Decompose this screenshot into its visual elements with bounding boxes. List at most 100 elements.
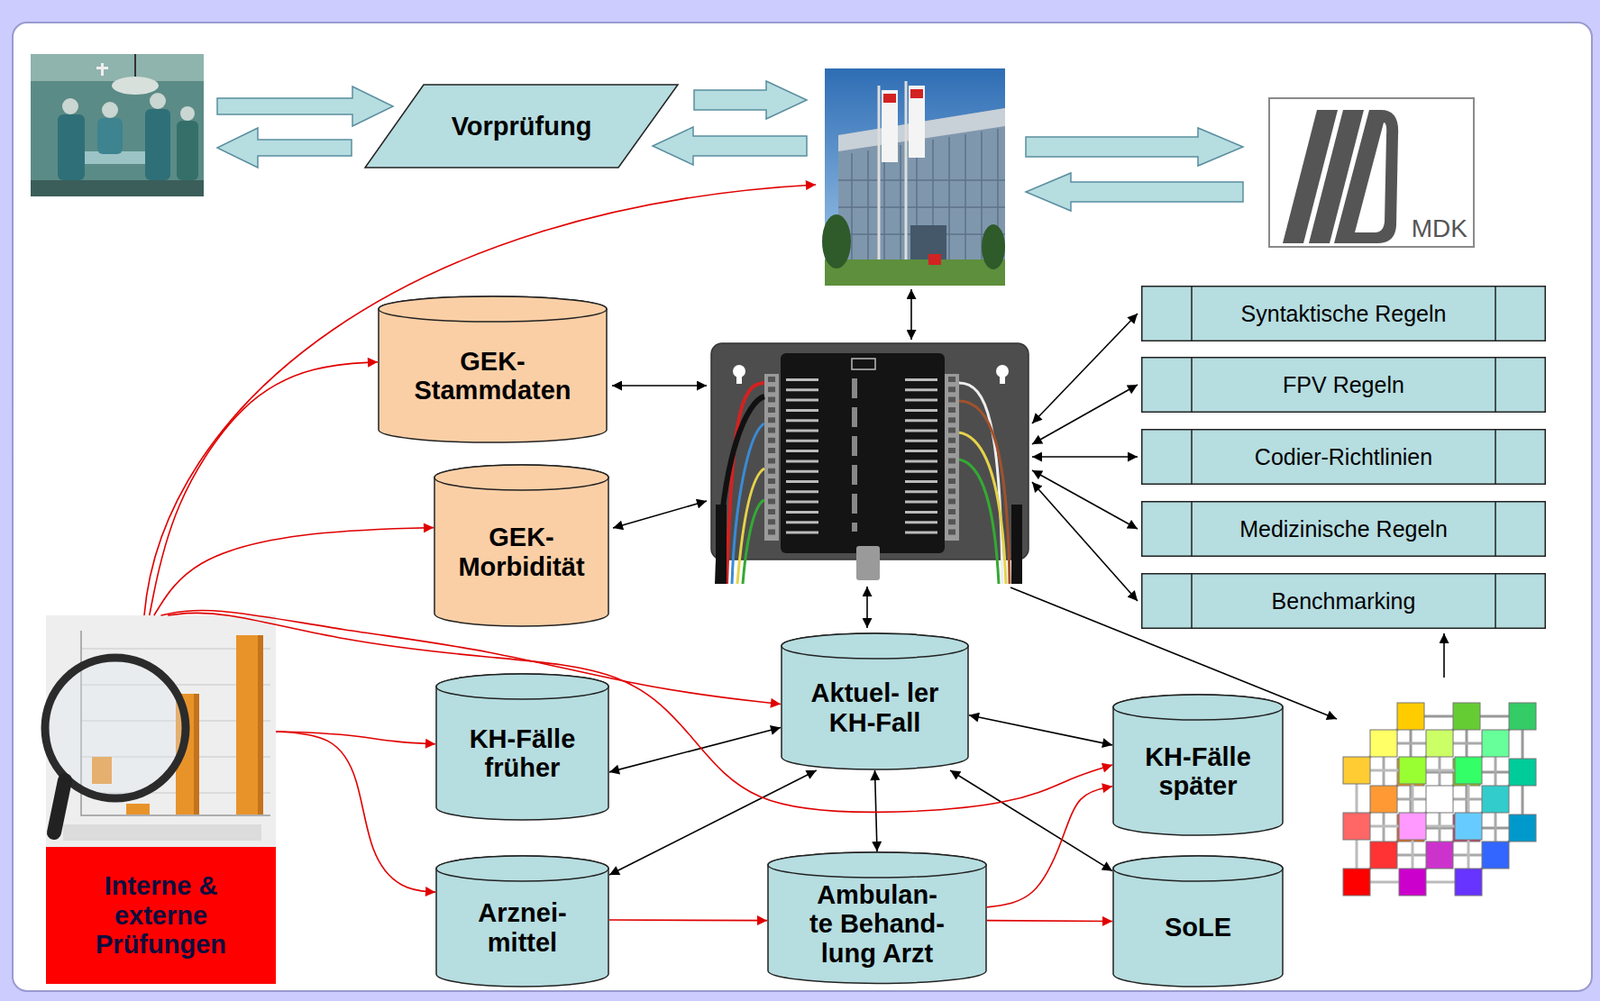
lattice-rods [1383, 743, 1496, 856]
pin-marks [786, 378, 819, 541]
cable [1011, 504, 1023, 585]
wall-cross [96, 66, 109, 70]
connector [609, 728, 781, 773]
rule-frame [1142, 574, 1546, 630]
node-label: Arznei- mittel [455, 898, 591, 958]
connector [154, 528, 434, 616]
link-arrow [1032, 482, 1138, 602]
cylinder-body [768, 852, 987, 984]
terminal-strip [944, 374, 960, 541]
flag-logo [910, 89, 924, 99]
cube-block [1370, 786, 1398, 814]
lawn [824, 259, 1006, 286]
database-cylinder: Aktuel- ler KH-Fall [780, 632, 970, 771]
cylinder-top [781, 633, 969, 659]
connector [969, 715, 1113, 746]
wire [742, 500, 765, 585]
cube-block [1508, 703, 1536, 731]
rule-box: Medizinische Regeln [1141, 501, 1546, 558]
cylinder-top [768, 852, 987, 878]
cube-block [1343, 813, 1371, 841]
cylinder-body [378, 296, 607, 443]
rule-box: Syntaktische Regeln [1141, 285, 1546, 342]
terminal-screws [948, 376, 956, 540]
node-label: FPV Regeln [1282, 372, 1405, 398]
lattice-rods [1410, 716, 1523, 829]
flag [908, 85, 925, 158]
panel [12, 22, 1592, 992]
surgery-photo [30, 54, 204, 197]
cylinder-top [1113, 694, 1283, 721]
chart-legend-strip [63, 824, 262, 842]
cube-block [1370, 730, 1398, 758]
connector [875, 770, 878, 852]
cube-block [1508, 758, 1536, 787]
cylinder-body [1113, 856, 1283, 988]
cube-block [1398, 757, 1427, 785]
lattice-rods [1356, 716, 1523, 883]
rule-box: FPV Regeln [1141, 356, 1546, 413]
cube-block [1426, 841, 1454, 869]
node-label: Interne & externe Prüfungen [45, 847, 276, 985]
cylinder-top [1113, 856, 1283, 882]
surgeon-body [176, 120, 199, 181]
lattice-rods [1356, 770, 1469, 883]
surgeon-head [149, 92, 166, 110]
node-label: KH-Fälle früher [448, 724, 597, 784]
cylinder-top [436, 674, 609, 700]
chart-bar-shade [193, 694, 200, 815]
cube-block [1343, 757, 1371, 785]
link-arrow [910, 289, 913, 340]
cube-block [1454, 868, 1482, 896]
block-arrow [217, 128, 352, 168]
database-cylinder: KH-Fälle später [1112, 694, 1284, 837]
tree [822, 214, 851, 269]
block-arrow [694, 81, 807, 119]
link-arrow [1443, 633, 1445, 678]
block-arrow [217, 86, 394, 127]
cube-block [1481, 841, 1509, 869]
connector [275, 731, 436, 893]
rule-divider [1191, 501, 1496, 558]
rule-divider [1191, 356, 1496, 413]
cylinder-top [436, 856, 609, 882]
block-arrow [1025, 128, 1244, 166]
surgeon-body [97, 118, 123, 155]
node-label: GEK- Morbidität [445, 522, 599, 582]
device-panel [780, 353, 945, 554]
node-label: Benchmarking [1271, 588, 1417, 614]
chart-bar [126, 804, 150, 815]
wire [959, 401, 1010, 585]
serial-connector [856, 546, 880, 581]
cylinder-body [1113, 694, 1283, 836]
cube-block [1398, 868, 1427, 896]
surgeon-head [180, 106, 195, 121]
rule-divider [1191, 573, 1496, 630]
connector [167, 612, 1113, 813]
logo-d-inner [1354, 122, 1387, 233]
rule-box: Benchmarking [1141, 573, 1546, 630]
link-arrow [1032, 384, 1138, 445]
node-label: Ambulan- te Behand- lung Arzt [804, 880, 950, 969]
node-label: MDK [1411, 214, 1468, 243]
link-arrow [612, 384, 707, 387]
building-photo [824, 68, 1006, 286]
cube-block [1481, 730, 1509, 758]
surgery-ceiling [30, 54, 204, 82]
surgeon-head [62, 98, 79, 115]
link-arrow [1032, 456, 1138, 458]
cylinder-body [434, 465, 609, 627]
database-cylinder: SoLE [1112, 855, 1284, 988]
battery-symbol [851, 358, 876, 370]
rule-frame [1142, 429, 1546, 485]
flag-logo [883, 93, 896, 103]
database-cylinder: Ambulan- te Behand- lung Arzt [767, 851, 988, 985]
logo-box: MDK [1268, 97, 1475, 248]
node-label: Medizinische Regeln [1239, 516, 1448, 542]
lamp-arm [134, 54, 137, 80]
chart-bar [236, 635, 264, 815]
cube-block [1426, 786, 1454, 814]
cable [717, 396, 765, 585]
cube-block [1453, 703, 1481, 731]
